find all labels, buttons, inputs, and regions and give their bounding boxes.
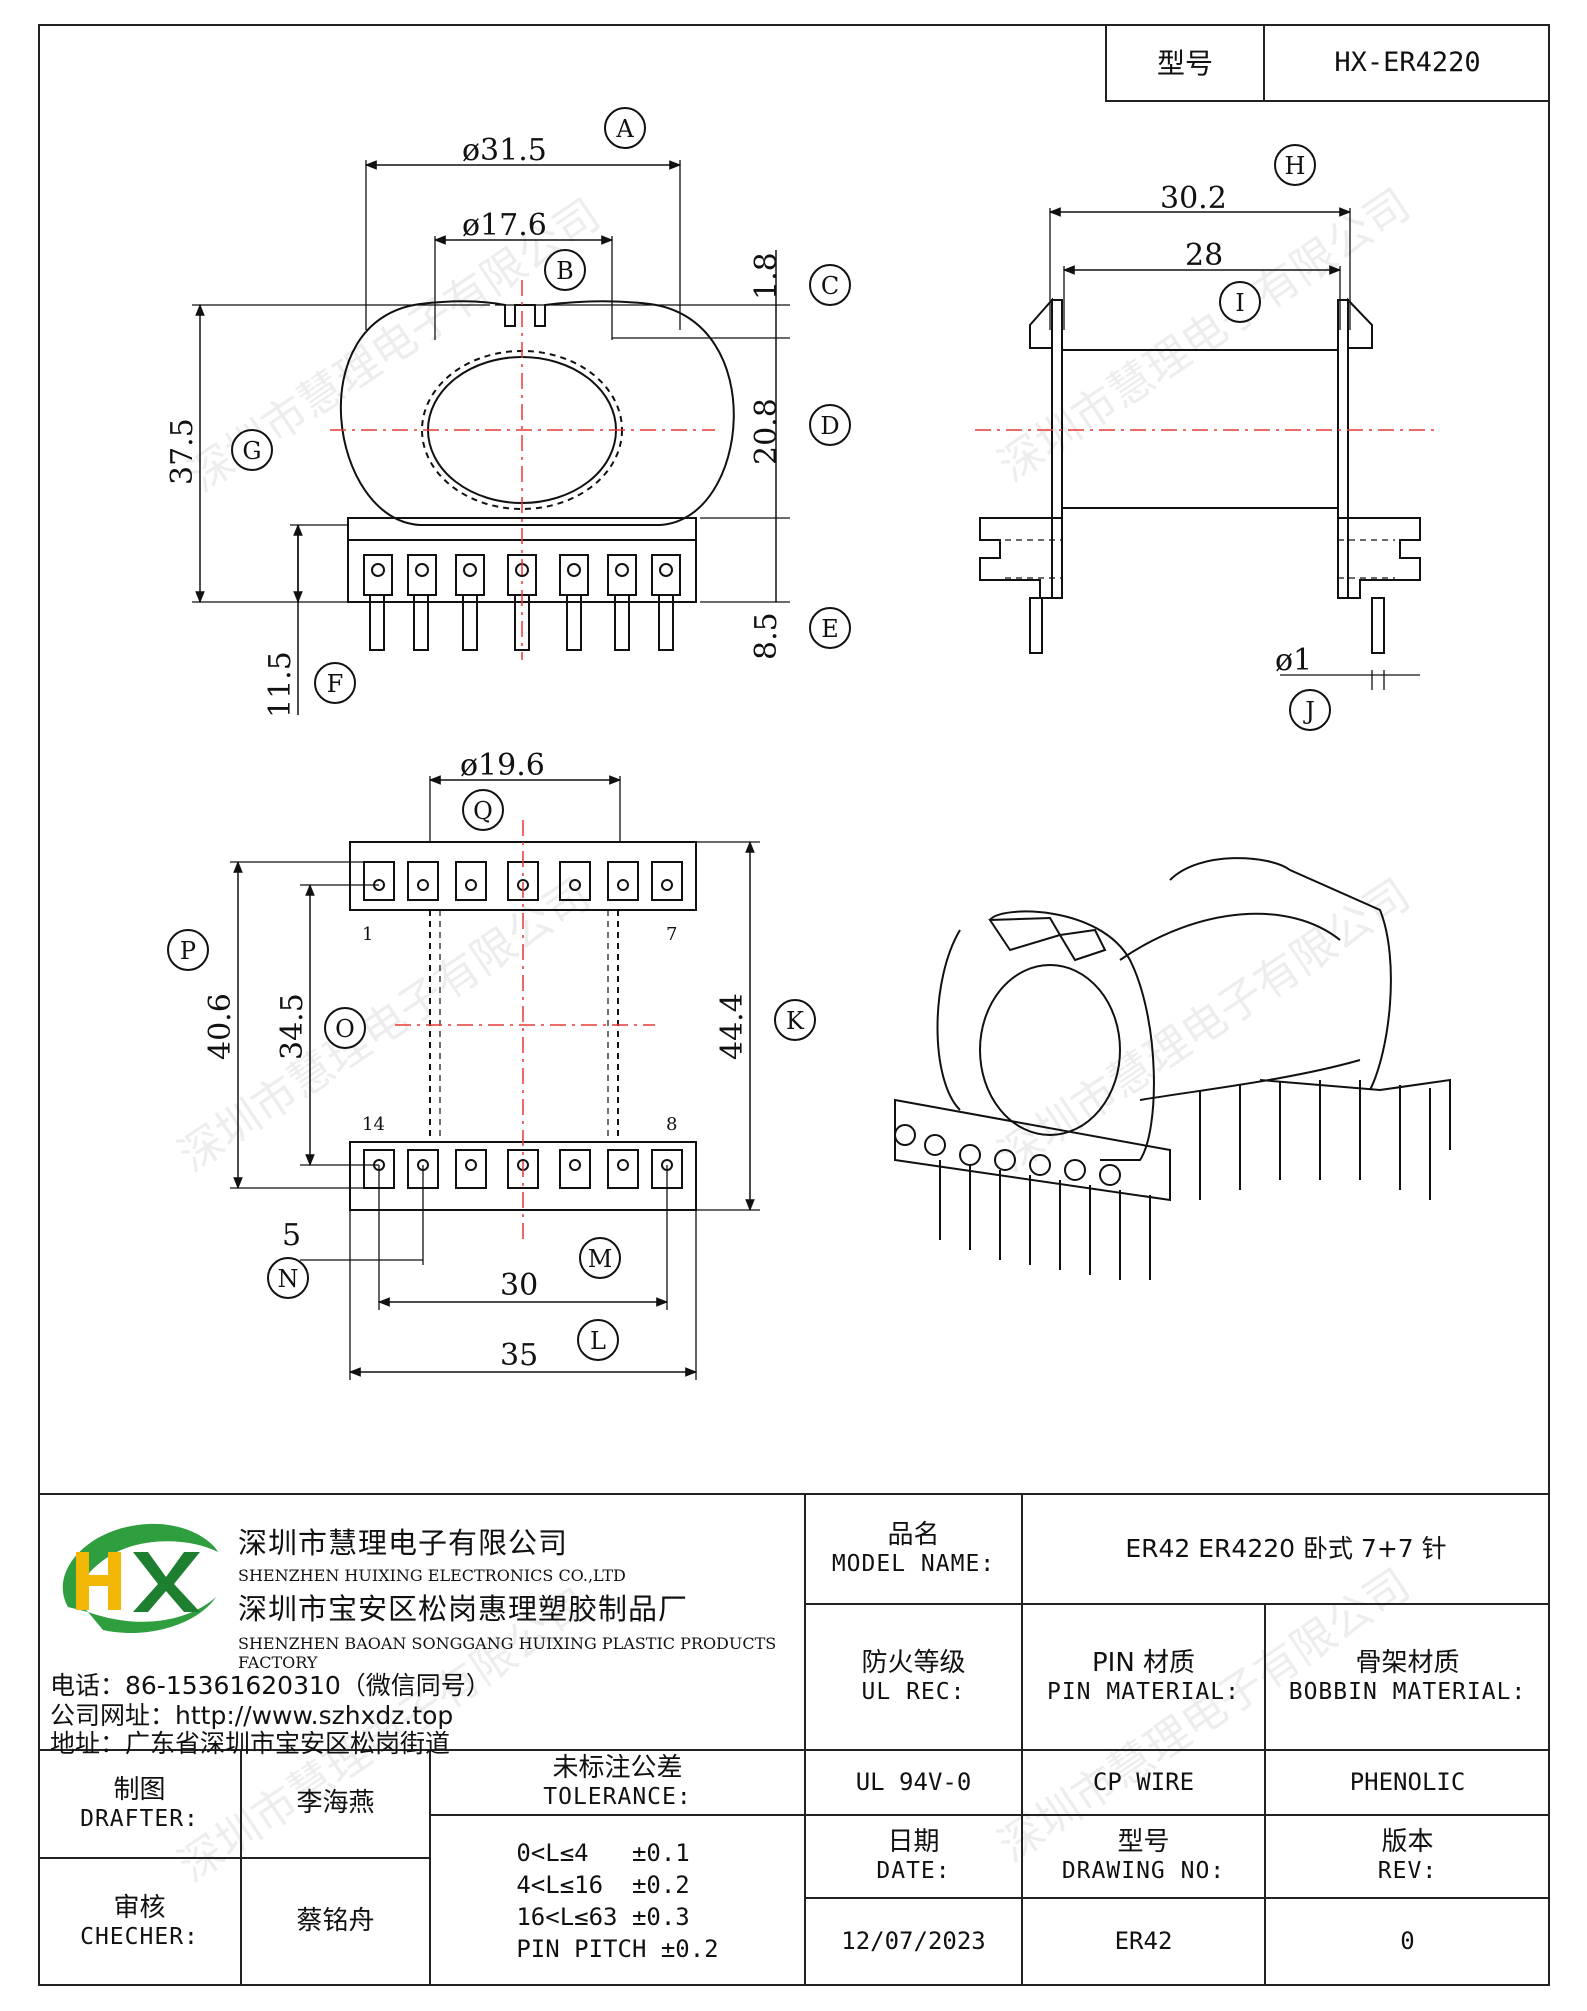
dim-N-value: 5 [282,1218,301,1253]
label-K: K [786,1007,805,1035]
revision-value: 0 [1400,1927,1415,1956]
company-address: 地址：广东省深圳市宝安区松岗街道 [50,1729,451,1758]
factory-name-en: SHENZHEN BAOAN SONGGANG HUIXING PLASTIC … [238,1634,777,1672]
front-view [192,160,790,715]
drawing-no-label: 型号 DRAWING NO: [1061,1827,1226,1885]
drafter-name: 李海燕 [296,1788,375,1819]
pin-8-label: 8 [666,1114,677,1135]
tolerance-line: PIN PITCH ±0.2 [516,1934,719,1963]
ul-value: UL 94V-0 [855,1767,972,1796]
label-Q: Q [473,797,493,825]
label-I: I [1235,289,1244,317]
model-label: 型号 [1107,24,1265,100]
model-number-box: 型号 HX-ER4220 [1105,24,1550,102]
isometric-view [894,857,1451,1280]
dim-K-value: 44.4 [715,993,750,1060]
pin-material-label: PIN 材质 PIN MATERIAL: [1046,1647,1240,1705]
checker-label: 审核 CHECHER: [80,1892,199,1950]
label-B: B [556,257,574,285]
pin-14-label: 14 [362,1114,385,1135]
label-J: J [1302,697,1315,725]
tolerance-line: 4<L≤16 ±0.2 [516,1870,690,1899]
label-L: L [590,1327,606,1355]
label-D: D [820,412,839,440]
date-label: 日期 DATE: [876,1827,951,1885]
label-O: O [335,1015,355,1043]
dim-M-value: 30 [500,1268,538,1303]
tolerance-line: 16<L≤63 ±0.3 [516,1902,690,1931]
company-logo-icon [62,1523,218,1634]
dim-C-value: 1.8 [749,252,784,300]
factory-name-zh: 深圳市宝安区松岗惠理塑胶制品厂 [238,1592,689,1626]
dim-O-value: 34.5 [275,993,310,1060]
drafter-label: 制图 DRAFTER: [80,1774,199,1832]
dim-I-value: 28 [1185,238,1223,273]
checker-name: 蔡铭舟 [296,1906,375,1937]
model-value: HX-ER4220 [1334,46,1481,78]
drawing-no-value: ER42 [1114,1927,1173,1956]
dim-H-value: 30.2 [1160,181,1227,216]
model-name-value: ER42 ER4220 卧式 7+7 针 [1125,1533,1447,1563]
tolerance-values: 0<L≤4 ±0.1 4<L≤16 ±0.2 16<L≤63 ±0.3 PIN … [430,1815,805,1986]
date-value: 12/07/2023 [841,1927,986,1956]
dim-L-value: 35 [500,1338,538,1373]
label-M: M [588,1245,613,1273]
bobbin-material-label: 骨架材质 BOBBIN MATERIAL: [1288,1647,1527,1705]
label-N: N [278,1265,299,1293]
dim-F-value: 11.5 [263,651,298,718]
title-block: 深圳市慧理电子有限公司 SHENZHEN HUIXING ELECTRONICS… [38,1494,1550,1986]
pin-1-label: 1 [362,924,373,945]
revision-label: 版本 REV: [1377,1827,1438,1885]
tolerance-line: 0<L≤4 ±0.1 [516,1838,690,1867]
dim-P-value: 40.6 [203,993,238,1060]
pin-7-label: 7 [666,924,677,945]
label-P: P [180,937,196,965]
model-name-label: 品名 MODEL NAME: [831,1519,996,1577]
label-G: G [242,437,261,465]
company-phone: 电话：86-15361620310（微信同号） [50,1671,491,1700]
company-info: 深圳市慧理电子有限公司 SHENZHEN HUIXING ELECTRONICS… [38,1494,804,1758]
company-name-en: SHENZHEN HUIXING ELECTRONICS CO.,LTD [238,1566,626,1585]
ul-rec-label: 防火等级 UL REC: [861,1647,966,1705]
bobbin-material-value: PHENOLIC [1349,1767,1466,1796]
company-name-zh: 深圳市慧理电子有限公司 [238,1526,569,1560]
side-view [979,207,1421,690]
label-F: F [327,670,344,698]
dim-E-value: 8.5 [749,612,784,660]
label-E: E [821,615,839,643]
dim-Q-value: ø19.6 [460,748,545,783]
front-pins [363,554,681,651]
label-A: A [615,115,634,143]
pin-material-value: CP WIRE [1092,1767,1195,1796]
dim-D-value: 20.8 [749,398,784,465]
tolerance-label: 未标注公差 TOLERANCE: [543,1753,692,1811]
drawing-sheet-border [38,24,1550,1986]
dim-J-value: ø1 [1275,643,1312,678]
isometric-pins [894,1080,1431,1280]
title-block-grid [38,1493,1550,1986]
dim-G-value: 37.5 [165,418,200,485]
dim-B-value: ø17.6 [462,208,547,243]
bottom-view [230,775,760,1380]
label-H: H [1285,152,1306,180]
company-website: 公司网址：http://www.szhxdz.top [50,1701,454,1730]
label-C: C [821,272,839,300]
dim-A-value: ø31.5 [462,133,547,168]
